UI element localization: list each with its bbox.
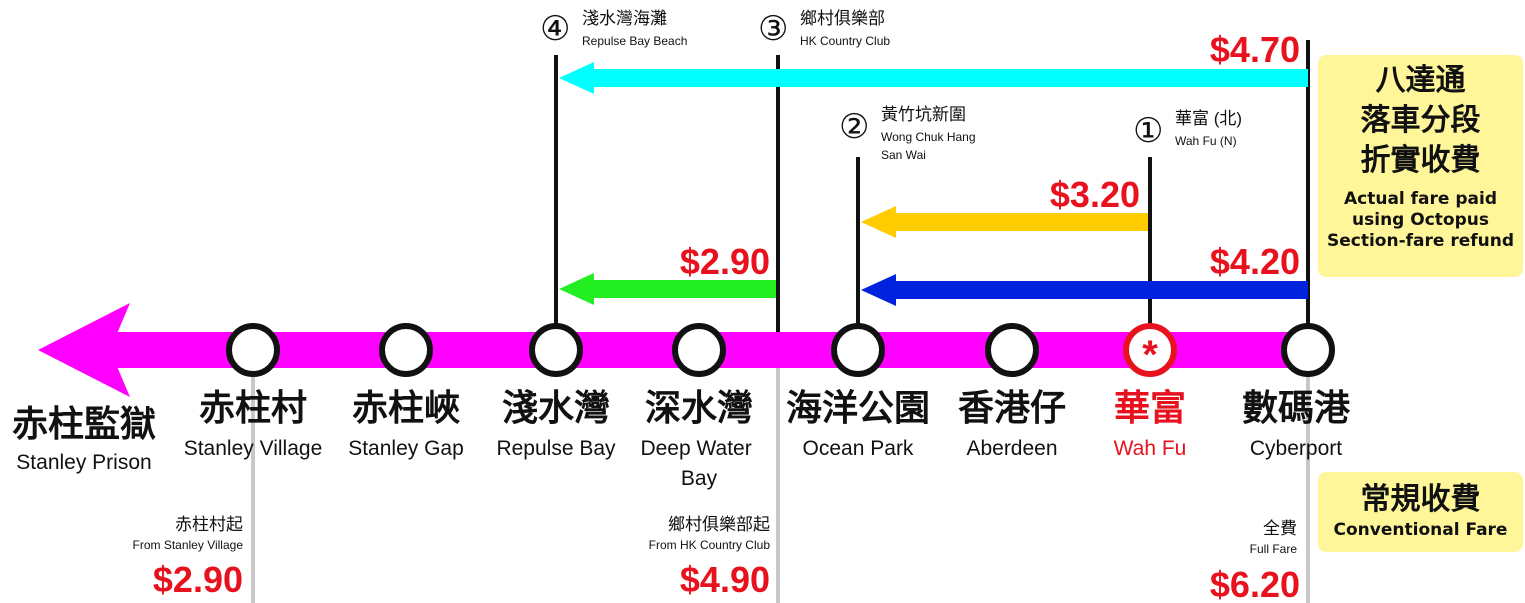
section-name-en: Wong Chuk Hang San Wai — [881, 130, 979, 162]
stop-circle — [1281, 323, 1335, 377]
octopus-fare-blue: $4.20 — [1210, 241, 1300, 282]
stop-label-en: Ocean Park — [803, 437, 914, 460]
arrow-yellow — [861, 206, 1148, 238]
stop-label-zh: 香港仔 — [958, 387, 1066, 428]
stop-label-en: Aberdeen — [966, 437, 1057, 460]
stop-circle — [672, 323, 726, 377]
section-name-en-line: Wong Chuk Hang — [881, 130, 976, 144]
stop-label-en: Wah Fu — [1114, 437, 1187, 460]
octopus-box-zh-line: 折實收費 — [1360, 143, 1481, 178]
conventional-fare-label-zh: 全費 — [1263, 519, 1297, 538]
stop-circle — [1123, 323, 1177, 377]
stop-circle — [831, 323, 885, 377]
stop-label-en: Cyberport — [1250, 437, 1342, 460]
stop-circle — [529, 323, 583, 377]
conventional-box-en: Conventional Fare — [1333, 520, 1508, 540]
arrow-cyan — [559, 62, 1308, 94]
stop-label-zh: 數碼港 — [1242, 387, 1351, 428]
stop-label-zh: 赤柱峽 — [352, 387, 461, 428]
stop-circle — [226, 323, 280, 377]
conventional-fare-label-zh: 鄉村俱樂部起 — [668, 515, 770, 534]
octopus-fare-green: $2.90 — [680, 241, 770, 282]
section-name-en-line: San Wai — [881, 148, 926, 162]
conventional-fare-label-zh: 赤柱村起 — [175, 515, 243, 534]
arrow-green — [559, 273, 776, 305]
current-stop-asterisk-icon: * — [1142, 333, 1158, 377]
conventional-box-zh: 常規收費 — [1360, 482, 1481, 517]
stop-label-zh: 華富 — [1114, 387, 1186, 428]
section-number: ④ — [540, 10, 570, 48]
section-number: ① — [1133, 112, 1163, 150]
conventional-fare-label-en: From Stanley Village — [133, 538, 244, 552]
conventional-fare-price: $4.90 — [680, 559, 770, 600]
octopus-info-box: 八達通 落車分段 折實收費 Actual fare paid using Oct… — [1318, 55, 1523, 277]
stop-label-en: Stanley Prison — [16, 451, 151, 474]
octopus-box-zh-line: 八達通 — [1375, 63, 1466, 98]
octopus-box-zh-line: 落車分段 — [1360, 103, 1481, 138]
section-name-en: Repulse Bay Beach — [582, 34, 687, 48]
section-name-zh: 淺水灣海灘 — [582, 9, 667, 28]
stop-label-zh: 深水灣 — [645, 387, 753, 428]
stop-label-en: Stanley Gap — [348, 437, 464, 460]
conventional-fare-price: $6.20 — [1210, 564, 1300, 603]
stop-label-en: Stanley Village — [184, 437, 323, 460]
stop-label-zh: 淺水灣 — [502, 387, 610, 428]
octopus-fare-yellow: $3.20 — [1050, 174, 1140, 215]
conventional-fare-price: $2.90 — [153, 559, 243, 600]
section-number: ③ — [758, 10, 788, 48]
arrow-blue — [861, 274, 1308, 306]
stop-label-en-line: Bay — [681, 467, 718, 490]
stop-label-en: Deep Water Bay — [640, 437, 757, 490]
conventional-fare-box: 常規收費 Conventional Fare — [1318, 472, 1523, 552]
stop-label-zh: 海洋公園 — [786, 387, 930, 428]
stop-label-zh: 赤柱監獄 — [12, 403, 156, 444]
section-name-en: HK Country Club — [800, 34, 890, 48]
octopus-box-en-line: using Octopus — [1352, 210, 1489, 230]
conventional-fare-label-en: Full Fare — [1250, 542, 1298, 556]
stop-label-en-line: Deep Water — [640, 437, 751, 460]
conventional-fare-label-en: From HK Country Club — [649, 538, 771, 552]
stop-circle — [985, 323, 1039, 377]
stop-label-en: Repulse Bay — [496, 437, 616, 460]
octopus-fare-cyan: $4.70 — [1210, 29, 1300, 70]
section-name-zh: 鄉村俱樂部 — [800, 9, 885, 28]
stop-label-zh: 赤柱村 — [199, 387, 307, 428]
stop-circle — [379, 323, 433, 377]
section-name-zh: 黃竹坑新圍 — [881, 105, 966, 124]
octopus-box-en-line: Actual fare paid — [1343, 189, 1498, 209]
octopus-box-en-line: Section-fare refund — [1326, 231, 1515, 251]
section-name-en: Wah Fu (N) — [1175, 134, 1237, 148]
section-number: ② — [839, 108, 869, 146]
section-name-zh: 華富 (北) — [1175, 109, 1242, 128]
